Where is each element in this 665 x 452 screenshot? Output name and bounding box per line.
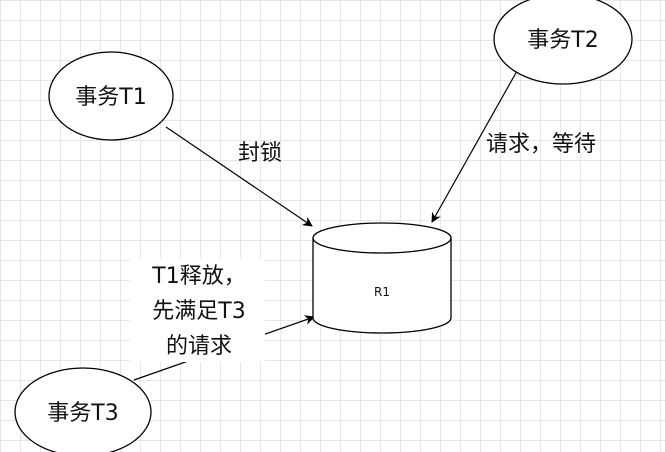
edge-label-release-line-1: T1释放， <box>151 264 245 289</box>
node-transaction-t2: 事务T2 <box>493 0 633 85</box>
cylinder-top <box>312 222 452 254</box>
edge-label-lock: 封锁 <box>238 141 282 166</box>
node-transaction-t3: 事务T3 <box>14 367 152 452</box>
edge-label-release-line-3: 的请求 <box>166 334 232 359</box>
edge-label-request-wait: 请求，等待 <box>486 132 596 157</box>
edge-label-release-bg <box>130 258 265 362</box>
edge-t2-to-r1 <box>431 70 518 223</box>
node-label-t1: 事务T1 <box>75 85 146 110</box>
node-label-r1: R1 <box>374 285 390 299</box>
cylinder-body <box>312 238 452 334</box>
edge-t1-to-r1 <box>165 126 313 227</box>
edge-label-release-line-2: 先满足T3 <box>152 299 245 324</box>
node-resource-r1: R1 <box>312 222 452 334</box>
node-transaction-t1: 事务T1 <box>48 51 174 141</box>
node-label-t2: 事务T2 <box>527 28 598 53</box>
node-label-t3: 事务T3 <box>47 401 118 426</box>
